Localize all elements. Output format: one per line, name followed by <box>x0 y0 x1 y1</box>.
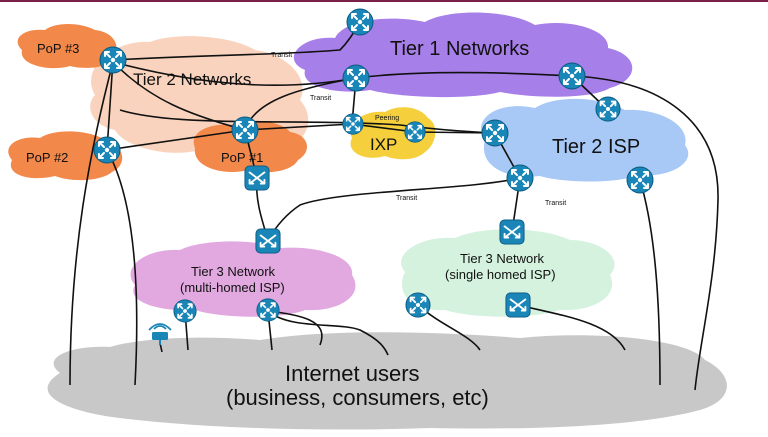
link-pop3-tier1mid <box>112 61 357 86</box>
link-pop3-tier1top <box>112 21 361 61</box>
router-icon <box>346 8 374 36</box>
label-tier3-singlehomed-line2: (single homed ISP) <box>445 267 556 282</box>
label-ixp: IXP <box>370 135 397 154</box>
label-pop2: PoP #2 <box>26 150 68 165</box>
link-label-transit-mid: Transit <box>310 95 331 102</box>
link-pop2-pop1 <box>106 129 246 151</box>
label-tier1-networks: Tier 1 Networks <box>390 38 529 60</box>
link-tier1-tier1right <box>355 71 573 79</box>
router-icon <box>342 64 370 92</box>
link-pop3-users <box>69 61 114 386</box>
label-internet-users-detail: (business, consumers, etc) <box>226 385 489 410</box>
switch-icon <box>255 228 281 254</box>
label-tier3-multihomed-line2: (multi-homed ISP) <box>180 280 285 295</box>
router-icon <box>626 166 654 194</box>
router-icon <box>405 292 431 318</box>
label-tier2-isp: Tier 2 ISP <box>552 136 640 158</box>
link-tier1right-users <box>571 75 719 391</box>
label-pop1: PoP #1 <box>221 150 263 165</box>
link-label-transit-tier2isp: Transit <box>396 195 417 202</box>
link-tier2isp-router-users <box>639 179 661 386</box>
devices <box>93 8 654 345</box>
tier3-singlehomed-cloud <box>401 229 615 317</box>
router-icon <box>256 298 280 322</box>
link-pop1-ixp <box>244 123 353 131</box>
internet-users-cloud <box>47 332 727 430</box>
top-border <box>0 0 768 2</box>
link-tier3multi-user3 <box>267 310 389 356</box>
tier2-isp-cloud <box>481 98 689 182</box>
link-tier2isp-tier3multi <box>267 177 521 241</box>
router-icon <box>595 96 621 122</box>
label-tier3-singlehomed-line1: Tier 3 Network <box>460 251 545 266</box>
router-icon <box>231 116 259 144</box>
router-icon <box>506 164 534 192</box>
tier3-multihomed-cloud <box>130 241 356 317</box>
ixp-cloud <box>350 107 436 160</box>
router-icon <box>342 113 364 135</box>
pop3-cloud <box>17 24 117 69</box>
link-pop2-users <box>106 149 138 386</box>
router-icon <box>93 136 121 164</box>
router-icon <box>404 121 426 143</box>
router-icon <box>99 46 127 74</box>
link-pop3-pop1 <box>112 61 246 131</box>
switch-icon <box>499 219 525 245</box>
link-label-transit-tier3: Transit <box>545 200 566 207</box>
switch-icon <box>244 165 270 191</box>
link-tier3single-user2 <box>517 304 626 351</box>
link-label-peering: Peering <box>375 115 399 122</box>
label-pop3: PoP #3 <box>37 41 79 56</box>
router-icon <box>558 62 586 90</box>
link-label-transit-top: Transit <box>271 52 292 59</box>
router-icon <box>173 299 197 323</box>
router-icon <box>481 119 509 147</box>
wireless-access-point-icon <box>148 323 172 345</box>
link-pop3-pop2 <box>106 59 114 151</box>
label-tier3-multihomed-line1: Tier 3 Network <box>191 264 276 279</box>
label-internet-users: Internet users <box>285 361 420 386</box>
label-tier2-networks: Tier 2 Networks <box>133 70 251 89</box>
switch-icon <box>505 292 531 318</box>
